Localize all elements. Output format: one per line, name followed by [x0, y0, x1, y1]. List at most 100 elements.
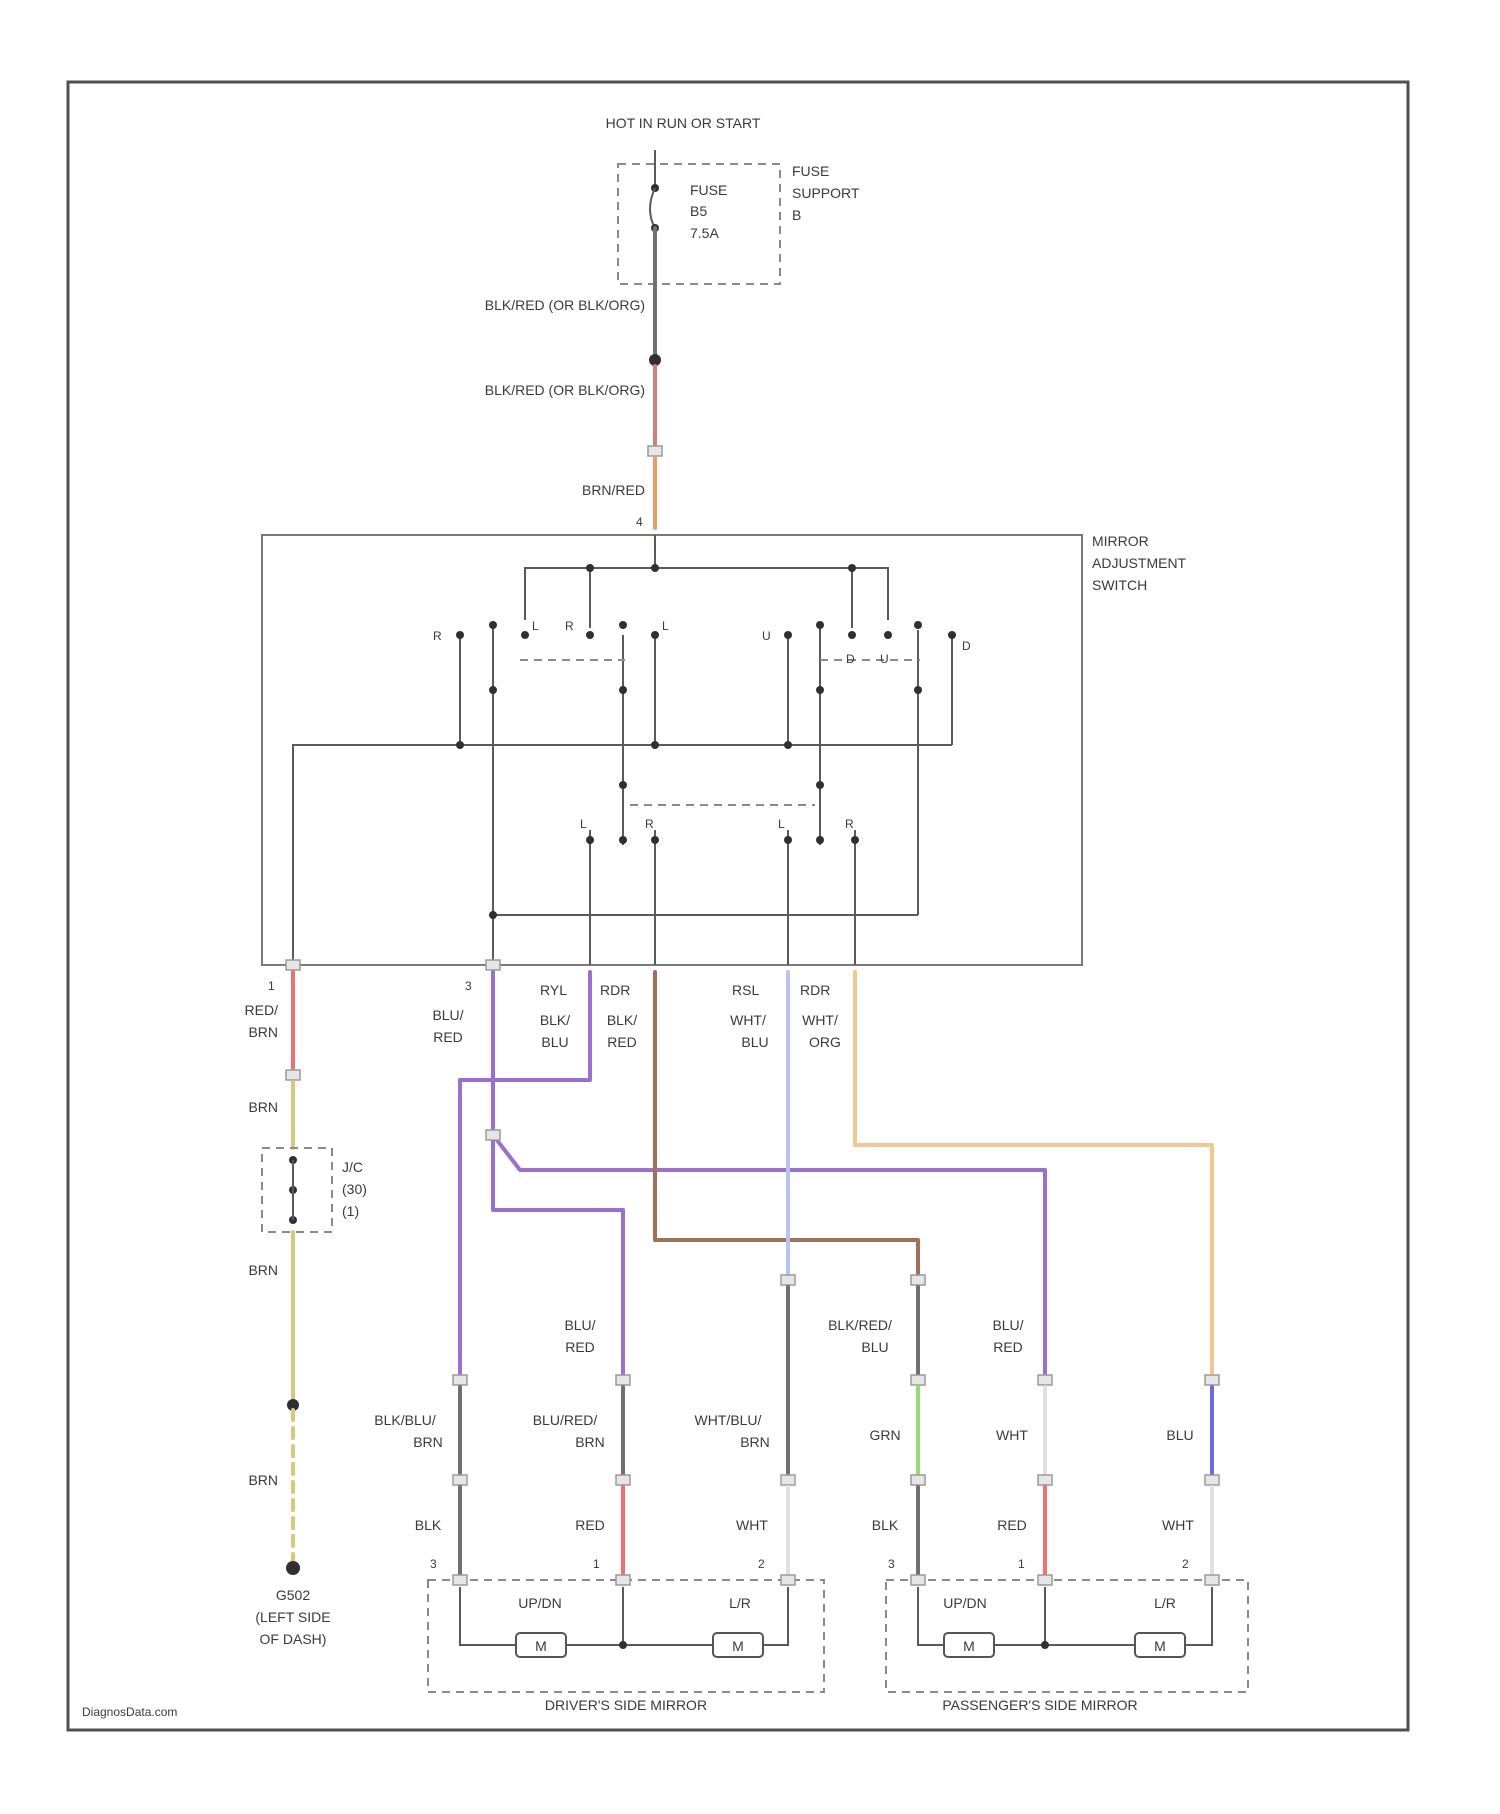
wire-label-wht: WHT	[996, 1427, 1028, 1443]
wire-label-blu-red-right-1: BLU/	[992, 1317, 1023, 1333]
switch-title-1: MIRROR	[1092, 533, 1149, 549]
fuse-box-label2: SUPPORT	[792, 185, 860, 201]
driver-mirror-box	[428, 1580, 824, 1692]
contact-label-r2: R	[565, 619, 574, 633]
passenger-splice	[1041, 1641, 1049, 1649]
wire-label-wht-l: WHT	[736, 1517, 768, 1533]
wire-label-blk-blu-2: BLU	[541, 1034, 568, 1050]
contact-label-d2: D	[962, 639, 971, 653]
connector-wht-blu	[781, 1275, 795, 1285]
passenger-motor-lr: M	[1154, 1638, 1166, 1654]
wire-label-blu-red-left-1: BLU/	[432, 1007, 463, 1023]
driver-conn-2	[616, 1575, 630, 1585]
contact-label-r1: R	[433, 629, 442, 643]
ground-label-2: (LEFT SIDE	[255, 1609, 330, 1625]
wire-label-blu: BLU	[1166, 1427, 1193, 1443]
contact-label-d1: D	[846, 652, 855, 666]
switch-pin-3: 3	[465, 979, 472, 993]
wire-label-blu-red-brn-2: BRN	[575, 1434, 605, 1450]
wire-label-top2: BLK/RED (OR BLK/ORG)	[485, 382, 645, 398]
wire-label-red-brn-1: RED/	[245, 1002, 279, 1018]
connector-blk-red	[911, 1275, 925, 1285]
wire-label-wht-org-2: ORG	[809, 1034, 841, 1050]
wire-label-blk-red-2: RED	[607, 1034, 637, 1050]
driver-motor-wiring-4	[763, 1587, 788, 1645]
wire-blu-red-pin3	[493, 972, 623, 1375]
wire-label-wht-r: WHT	[1162, 1517, 1194, 1533]
wire-label-red-brn-2: BRN	[248, 1024, 278, 1040]
passenger-motor-wiring	[918, 1587, 944, 1645]
wire-label-blu-red-mid-2: RED	[565, 1339, 595, 1355]
wire-label-red-r: RED	[997, 1517, 1027, 1533]
driver-conn-3	[781, 1575, 795, 1585]
power-source-line1: HOT IN RUN OR START	[606, 115, 761, 131]
passenger-mirror-title: PASSENGER'S SIDE MIRROR	[942, 1697, 1137, 1713]
driver-pin-1: 1	[593, 1557, 600, 1571]
wire-label-top1: BLK/RED (OR BLK/ORG)	[485, 297, 645, 313]
joint-label-2: (30)	[342, 1181, 367, 1197]
fuse-icon	[650, 150, 659, 232]
driver-pin-2: 2	[758, 1557, 765, 1571]
joint-label-1: J/C	[342, 1159, 363, 1175]
wire-label-brn-red: BRN/RED	[582, 482, 645, 498]
select-label-r2: R	[845, 817, 854, 831]
switch-title-3: SWITCH	[1092, 577, 1147, 593]
wire-label-blk-blu-brn-1: BLK/BLU/	[374, 1412, 436, 1428]
wire-label-blu-red-right-2: RED	[993, 1339, 1023, 1355]
select-label-l1: L	[580, 817, 587, 831]
ground-label-1: G502	[276, 1587, 310, 1603]
wire-label-blk-blu-1: BLK/	[540, 1012, 570, 1028]
wire-label-blk-blu-brn-2: BRN	[413, 1434, 443, 1450]
wire-label-wht-blu-2: BLU	[741, 1034, 768, 1050]
wire-label-blk-red-1: BLK/	[607, 1012, 637, 1028]
wire-blk-blu	[460, 972, 590, 1375]
out-label-rdr1: RDR	[600, 982, 630, 998]
passenger-motor-updn: M	[963, 1638, 975, 1654]
passenger-lr-label: L/R	[1154, 1595, 1176, 1611]
passenger-conn-2	[1038, 1575, 1052, 1585]
driver-motor-updn: M	[535, 1638, 547, 1654]
ground-icon	[286, 1561, 300, 1575]
switch-box	[262, 535, 1082, 965]
passenger-conn-1	[911, 1575, 925, 1585]
connector-brn	[286, 1070, 300, 1080]
driver-motor-lr: M	[732, 1638, 744, 1654]
wire-label-brn-3: BRN	[248, 1472, 278, 1488]
wire-label-brn-2: BRN	[248, 1262, 278, 1278]
wire-label-blk-l: BLK	[415, 1517, 442, 1533]
wire-label-wht-org-1: WHT/	[802, 1012, 838, 1028]
passenger-motor-wiring-4	[1185, 1587, 1212, 1645]
passenger-conn-3	[1205, 1575, 1219, 1585]
contact-label-u2: U	[880, 652, 889, 666]
switch-contact-dots	[456, 564, 956, 919]
wire-label-blu-red-mid-1: BLU/	[564, 1317, 595, 1333]
wire-label-blk-r: BLK	[872, 1517, 899, 1533]
out-label-rdr2: RDR	[800, 982, 830, 998]
contact-label-l1: L	[532, 619, 539, 633]
select-label-l2: L	[778, 817, 785, 831]
fuse-rating: 7.5A	[690, 225, 719, 241]
driver-motor-wiring	[460, 1587, 516, 1645]
switch-internal-wiring	[293, 535, 952, 965]
driver-lr-label: L/R	[729, 1595, 751, 1611]
wire-label-blk-red-blu-2: BLU	[861, 1339, 888, 1355]
connector-icon	[648, 446, 662, 456]
connectors-row-2	[453, 1375, 1219, 1385]
driver-splice	[619, 1641, 627, 1649]
connector-pin3-split	[486, 1130, 500, 1140]
select-label-r1: R	[645, 817, 654, 831]
driver-conn-1	[453, 1575, 467, 1585]
wire-label-wht-blu-brn-1: WHT/BLU/	[695, 1412, 762, 1428]
wire-label-blu-red-left-2: RED	[433, 1029, 463, 1045]
switch-pin-1: 1	[268, 979, 275, 993]
contact-label-u1: U	[762, 629, 771, 643]
joint-label-3: (1)	[342, 1203, 359, 1219]
wire-label-blu-red-brn-1: BLU/RED/	[533, 1412, 598, 1428]
wire-label-blk-red-blu-1: BLK/RED/	[828, 1317, 892, 1333]
driver-mirror-title: DRIVER'S SIDE MIRROR	[545, 1697, 707, 1713]
passenger-updn-label: UP/DN	[943, 1595, 987, 1611]
ground-label-3: OF DASH)	[260, 1631, 327, 1647]
wire-label-wht-blu-brn-2: BRN	[740, 1434, 770, 1450]
wire-wht-org	[855, 972, 1212, 1375]
